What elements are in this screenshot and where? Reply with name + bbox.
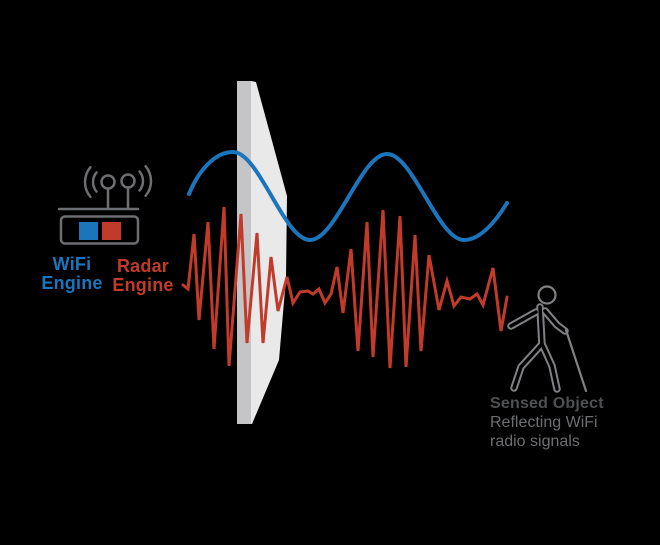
radar-engine-label-line1: Radar (116, 256, 170, 276)
radio-waves-icon (83, 164, 153, 199)
radar-engine-label-line2: Engine (112, 274, 174, 295)
sensed-object-title: Sensed Object (490, 395, 604, 412)
cane-icon (564, 328, 588, 393)
wifi-engine-label-line2: Engine (41, 272, 103, 293)
radar-signal-wave (181, 206, 509, 369)
wifi-router-icon (57, 164, 153, 245)
wifi-engine-label-line1: WiFi (52, 254, 92, 274)
radar-engine-module (102, 222, 121, 240)
wifi-signal-wave (187, 149, 509, 243)
sensed-object-subtitle-1: Reflecting WiFi (490, 414, 598, 431)
wifi-engine-label: WiFi Engine (30, 255, 114, 292)
sensed-object-label: Sensed Object Reflecting WiFi radio sign… (490, 394, 630, 451)
radar-engine-label: Radar Engine (102, 257, 184, 294)
wall (237, 81, 287, 424)
sensed-object-subtitle-2: radio signals (490, 433, 580, 450)
wall-front-face (251, 81, 287, 424)
device-body (59, 215, 140, 245)
antenna-icon (100, 173, 136, 210)
walking-person-icon (507, 285, 588, 393)
person-head (537, 285, 557, 305)
wifi-engine-module (79, 222, 98, 240)
